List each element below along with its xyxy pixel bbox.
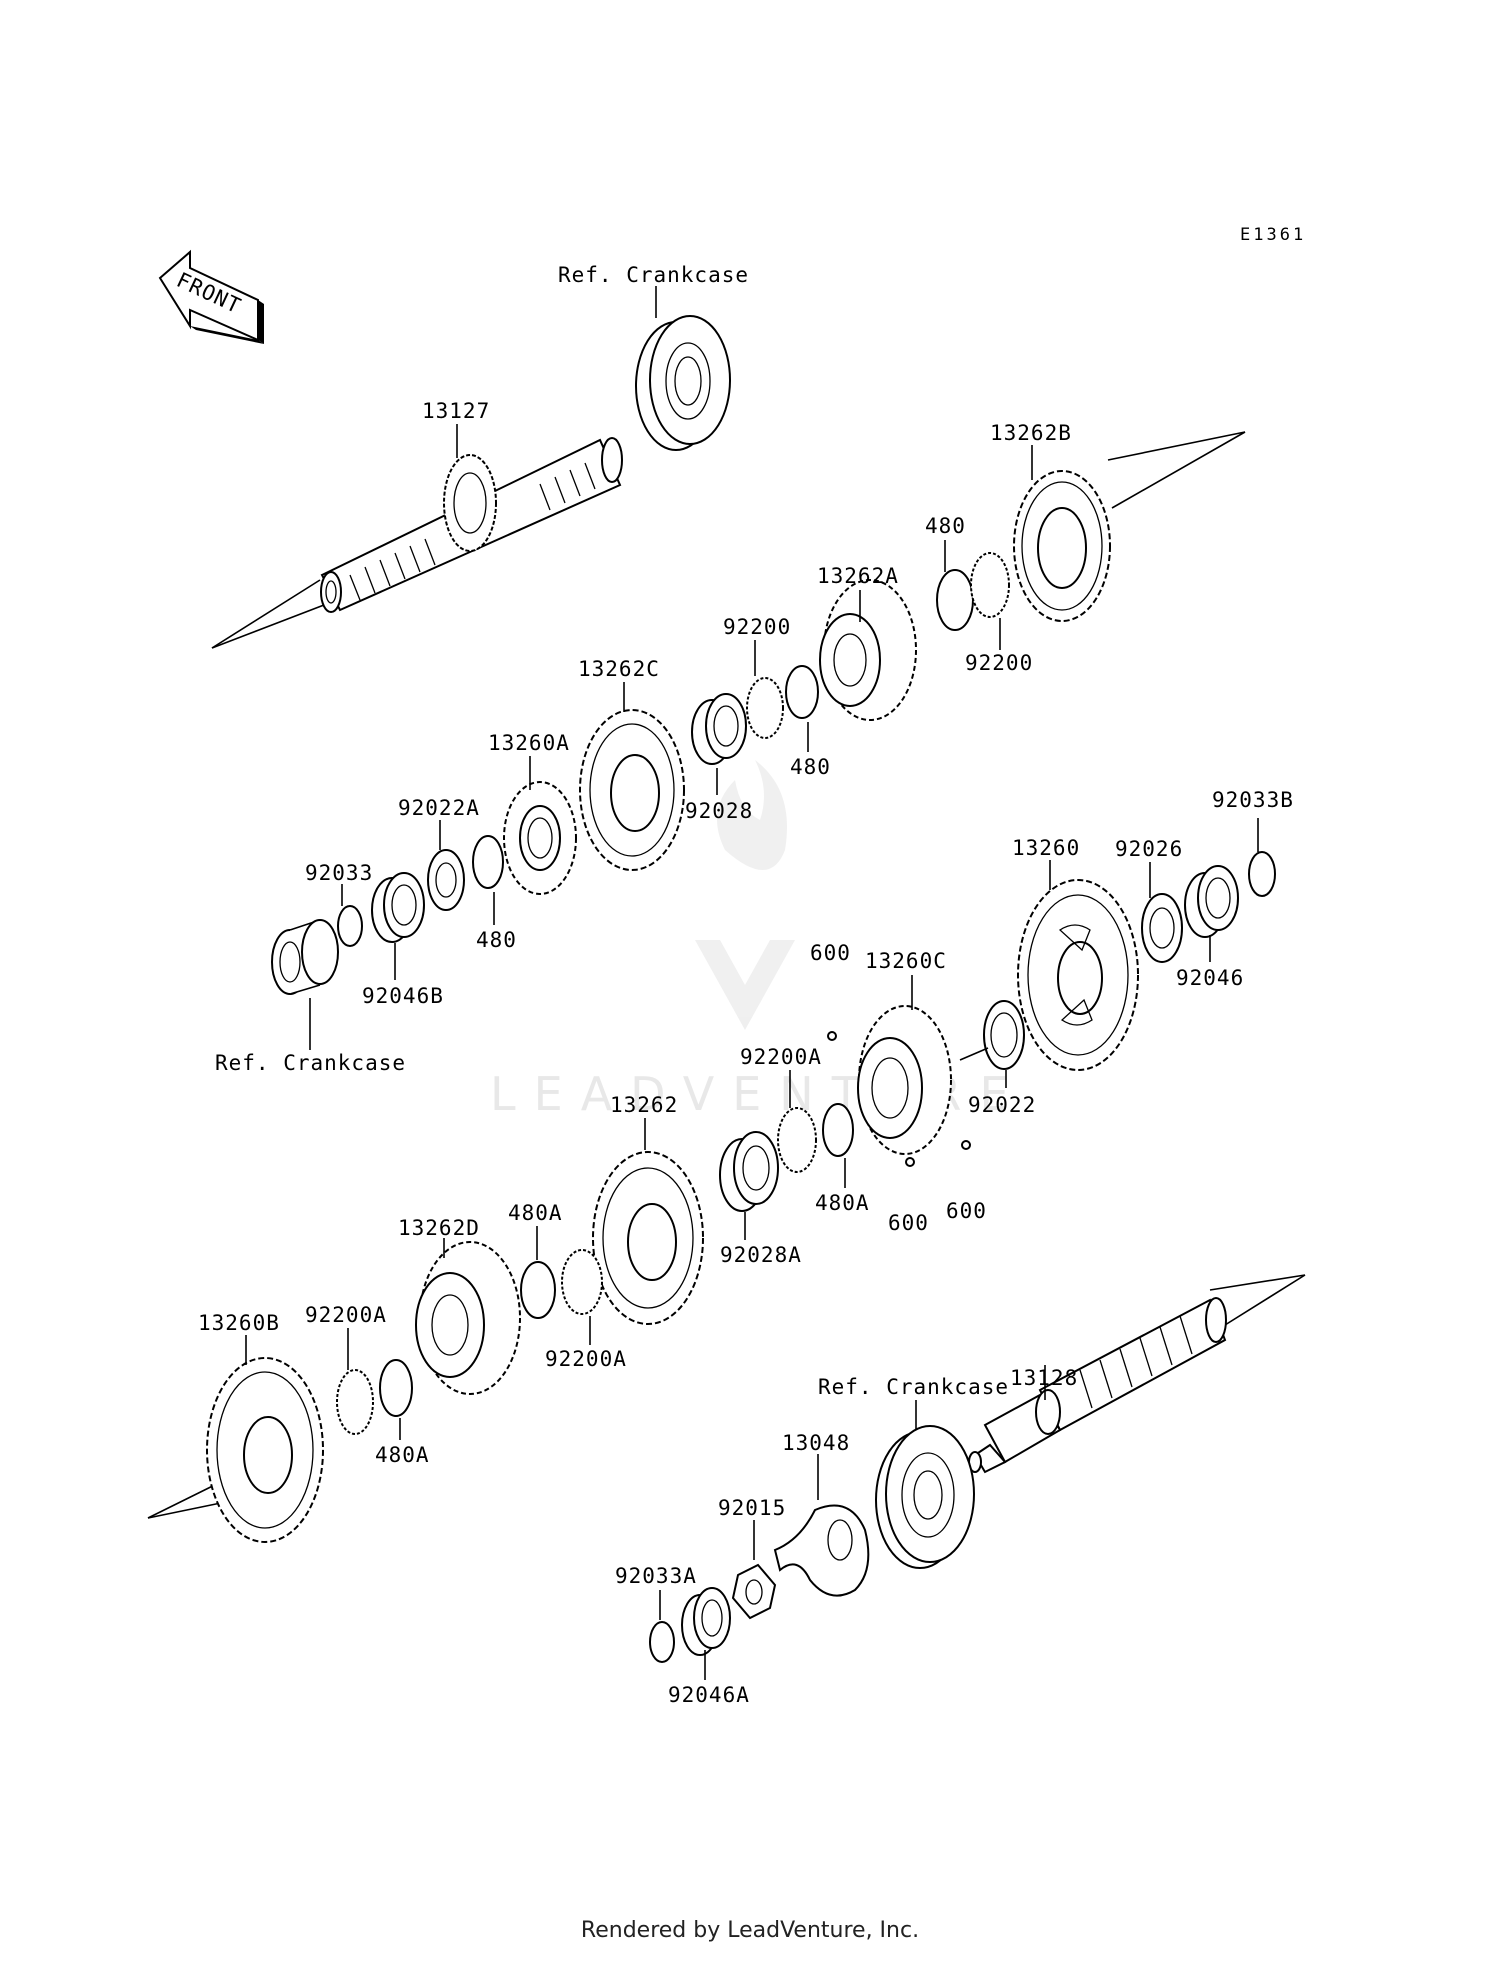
label-13262B: 13262B	[990, 421, 1072, 445]
label-13260B: 13260B	[198, 1311, 280, 1335]
washer-92022A	[427, 849, 465, 911]
circlip-480A-lower	[520, 1261, 556, 1319]
label-13127: 13127	[422, 399, 490, 423]
circlip-480-left	[472, 835, 504, 889]
label-13260C: 13260C	[865, 949, 947, 973]
label-ref-crankcase-top: Ref. Crankcase	[558, 263, 749, 287]
ball-600-left	[905, 1157, 915, 1167]
washer-92026	[1141, 893, 1183, 963]
label-13260: 13260	[1012, 836, 1080, 860]
washer-92200A-left	[336, 1369, 374, 1435]
label-92033B: 92033B	[1212, 788, 1294, 812]
gear-13048	[773, 1504, 870, 1597]
label-13262C: 13262C	[578, 657, 660, 681]
label-92028: 92028	[685, 799, 753, 823]
circlip-92033	[337, 905, 363, 947]
label-ref-crankcase-left: Ref. Crankcase	[215, 1051, 406, 1075]
nut-92015	[731, 1563, 777, 1620]
bearing-ref-crankcase-left	[271, 919, 339, 995]
ball-600-right	[961, 1140, 971, 1150]
label-92200A-c: 92200A	[545, 1347, 627, 1371]
label-92046B: 92046B	[362, 984, 444, 1008]
label-92046: 92046	[1176, 966, 1244, 990]
needle-bearing-92046A	[681, 1587, 731, 1656]
gear-13262A	[819, 579, 917, 721]
label-13260A: 13260A	[488, 731, 570, 755]
label-92026: 92026	[1115, 837, 1183, 861]
label-13128: 13128	[1010, 1366, 1078, 1390]
circlip-92033B	[1248, 851, 1276, 897]
label-92200-a: 92200	[723, 615, 791, 639]
gear-13262C	[579, 709, 685, 871]
circlip-480-mid	[785, 665, 819, 719]
gear-13260	[1017, 879, 1139, 1071]
needle-bearing-92028A	[719, 1131, 779, 1212]
circlip-480A-mid	[822, 1103, 854, 1157]
label-600-c: 600	[946, 1199, 987, 1223]
label-13262A: 13262A	[817, 564, 899, 588]
label-480-b: 480	[790, 755, 831, 779]
label-480-a: 480	[925, 514, 966, 538]
needle-bearing-92046B	[371, 872, 425, 943]
label-92200-b: 92200	[965, 651, 1033, 675]
label-480A-a: 480A	[815, 1191, 870, 1215]
bearing-ref-crankcase-bottom	[875, 1425, 975, 1569]
front-arrow-icon: FRONT	[158, 249, 264, 344]
output-shaft-13128	[968, 1274, 1306, 1474]
circlip-480-top	[936, 569, 974, 631]
label-92022A: 92022A	[398, 796, 480, 820]
label-92046A: 92046A	[668, 1683, 750, 1707]
washer-92200A-mid	[777, 1107, 817, 1173]
washer-92200-left	[746, 677, 784, 739]
input-shaft-13127	[211, 437, 623, 649]
label-ref-crankcase-bottom: Ref. Crankcase	[818, 1375, 1009, 1399]
gear-13260A	[503, 781, 577, 895]
label-600-a: 600	[810, 941, 851, 965]
circlip-480A-left	[379, 1359, 413, 1417]
gear-13262B	[1013, 470, 1111, 622]
label-600-b: 600	[888, 1211, 929, 1235]
washer-92200-right	[970, 552, 1010, 618]
needle-bearing-92046	[1184, 865, 1239, 938]
label-92033: 92033	[305, 861, 373, 885]
gear-13262D	[415, 1241, 521, 1395]
label-92028A: 92028A	[720, 1243, 802, 1267]
label-480A-c: 480A	[375, 1443, 430, 1467]
footer-credit: Rendered by LeadVenture, Inc.	[580, 1918, 920, 1943]
label-92015: 92015	[718, 1496, 786, 1520]
circlip-92033A	[649, 1621, 675, 1663]
label-13262: 13262	[610, 1093, 678, 1117]
bearing-ref-crankcase-top	[635, 315, 731, 451]
washer-92200A-lower	[561, 1249, 603, 1315]
washer-92022	[983, 1000, 1025, 1070]
label-92033A: 92033A	[615, 1564, 697, 1588]
label-480-c: 480	[476, 928, 517, 952]
gear-13260C	[857, 1005, 952, 1155]
label-13048: 13048	[782, 1431, 850, 1455]
label-480A-b: 480A	[508, 1201, 563, 1225]
needle-bearing-92028	[691, 693, 747, 765]
label-13262D: 13262D	[398, 1216, 480, 1240]
gear-13262	[592, 1151, 704, 1325]
gear-13260B	[206, 1357, 324, 1543]
label-92200A-a: 92200A	[740, 1045, 822, 1069]
diagram-code: E1361	[1240, 225, 1306, 245]
label-92022: 92022	[968, 1093, 1036, 1117]
ball-600-top	[827, 1031, 837, 1041]
label-92200A-b: 92200A	[305, 1303, 387, 1327]
